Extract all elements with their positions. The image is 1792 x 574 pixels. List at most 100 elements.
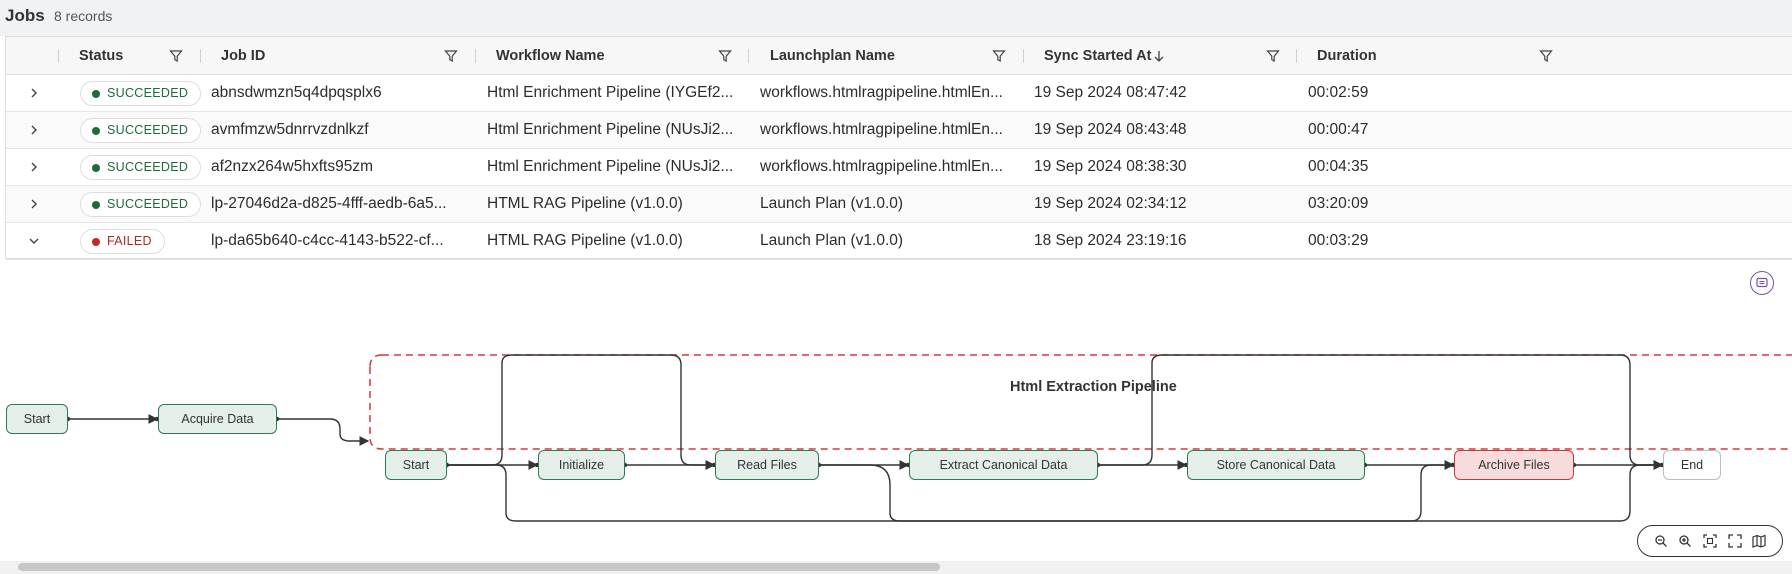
node-read-files[interactable]: Read Files — [715, 450, 819, 480]
workflow-name-cell: HTML RAG Pipeline (v1.0.0) — [487, 195, 683, 212]
sync-started-cell: 19 Sep 2024 02:34:12 — [1034, 195, 1187, 212]
duration-cell: 03:20:09 — [1308, 195, 1369, 212]
column-separator[interactable] — [1023, 49, 1024, 63]
record-count: 8 records — [54, 8, 113, 24]
subworkflow-group-border — [369, 354, 1792, 450]
status-badge: FAILED — [80, 229, 165, 254]
launchplan-name-cell: workflows.htmlragpipeline.htmlEn... — [760, 158, 1003, 175]
node-extract-canonical-data[interactable]: Extract Canonical Data — [909, 450, 1098, 480]
filter-icon[interactable] — [169, 49, 183, 63]
status-badge: SUCCEEDED — [80, 192, 202, 217]
workflow-name-cell: HTML RAG Pipeline (v1.0.0) — [487, 232, 683, 249]
page-title: Jobs — [5, 6, 45, 25]
workflow-name-cell: Html Enrichment Pipeline (IYGEf2... — [487, 84, 734, 101]
column-separator[interactable] — [475, 49, 476, 63]
edge — [1098, 354, 1664, 470]
filter-icon[interactable] — [1539, 49, 1553, 63]
graph-controls — [1637, 525, 1783, 557]
status-badge: SUCCEEDED — [80, 81, 202, 106]
chevron-right-icon[interactable] — [28, 87, 40, 99]
jobs-table: Status Job ID Workflow Name Launchplan N… — [5, 36, 1792, 260]
status-text: SUCCEEDED — [107, 160, 189, 174]
node-start-inner[interactable]: Start — [385, 450, 447, 480]
fit-view-icon[interactable] — [1702, 533, 1718, 549]
zoom-out-icon[interactable] — [1653, 533, 1669, 549]
status-dot — [92, 127, 100, 135]
launchplan-name-cell: Launch Plan (v1.0.0) — [760, 195, 904, 212]
node-end[interactable]: End — [1663, 450, 1721, 480]
column-header-launchplan-name[interactable]: Launchplan Name — [770, 48, 895, 64]
sync-started-cell: 19 Sep 2024 08:43:48 — [1034, 121, 1187, 138]
table-row[interactable]: SUCCEEDED af2nzx264w5hxfts95zm Html Enri… — [6, 149, 1792, 186]
duration-cell: 00:03:29 — [1308, 232, 1369, 249]
edge — [819, 460, 1664, 522]
filter-icon[interactable] — [992, 49, 1006, 63]
sync-started-cell: 18 Sep 2024 23:19:16 — [1034, 232, 1187, 249]
sync-started-cell: 19 Sep 2024 08:38:30 — [1034, 158, 1187, 175]
sort-descending-icon[interactable] — [1152, 49, 1166, 63]
status-badge: SUCCEEDED — [80, 155, 202, 180]
status-badge: SUCCEEDED — [80, 118, 202, 143]
status-text: SUCCEEDED — [107, 86, 189, 100]
graph-edges — [65, 354, 1792, 522]
node-acquire-data[interactable]: Acquire Data — [158, 404, 277, 434]
column-header-duration[interactable]: Duration — [1317, 48, 1377, 64]
status-text: SUCCEEDED — [107, 123, 189, 137]
status-dot — [92, 90, 100, 98]
status-dot — [92, 164, 100, 172]
minimap-icon[interactable] — [1751, 533, 1767, 549]
job-id-cell: abnsdwmzn5q4dpqsplx6 — [211, 84, 382, 101]
chevron-right-icon[interactable] — [28, 161, 40, 173]
node-initialize[interactable]: Initialize — [538, 450, 625, 480]
horizontal-scrollbar[interactable] — [0, 561, 1792, 574]
column-header-sync-started-at[interactable]: Sync Started At — [1044, 48, 1152, 64]
node-archive-files[interactable]: Archive Files — [1454, 450, 1574, 480]
status-dot — [92, 201, 100, 209]
subworkflow-group-label: Html Extraction Pipeline — [1010, 379, 1177, 395]
duration-cell: 00:02:59 — [1308, 84, 1369, 101]
chevron-down-icon[interactable] — [28, 235, 40, 247]
job-id-cell: lp-da65b640-c4cc-4143-b522-cf... — [211, 232, 444, 249]
scrollbar-thumb[interactable] — [18, 563, 940, 571]
edge — [277, 418, 370, 446]
duration-cell: 00:04:35 — [1308, 158, 1369, 175]
status-text: FAILED — [107, 234, 152, 248]
status-text: SUCCEEDED — [107, 197, 189, 211]
column-separator[interactable] — [200, 49, 201, 63]
workflow-name-cell: Html Enrichment Pipeline (NUsJi2... — [487, 158, 734, 175]
chevron-right-icon[interactable] — [28, 124, 40, 136]
table-row[interactable]: SUCCEEDED abnsdwmzn5q4dpqsplx6 Html Enri… — [6, 75, 1792, 112]
edge — [447, 354, 716, 470]
fullscreen-icon[interactable] — [1727, 533, 1743, 549]
node-store-canonical-data[interactable]: Store Canonical Data — [1187, 450, 1365, 480]
duration-cell: 00:00:47 — [1308, 121, 1369, 138]
launchplan-name-cell: workflows.htmlragpipeline.htmlEn... — [760, 84, 1003, 101]
chevron-right-icon[interactable] — [28, 198, 40, 210]
table-row[interactable]: FAILED lp-da65b640-c4cc-4143-b522-cf... … — [6, 223, 1792, 260]
sync-started-cell: 19 Sep 2024 08:47:42 — [1034, 84, 1187, 101]
workflow-name-cell: Html Enrichment Pipeline (NUsJi2... — [487, 121, 734, 138]
job-id-cell: af2nzx264w5hxfts95zm — [211, 158, 373, 175]
job-id-cell: avmfmzw5dnrrvzdnlkzf — [211, 121, 369, 138]
toolbar: Jobs 8 records — [0, 0, 1792, 36]
zoom-in-icon[interactable] — [1677, 533, 1693, 549]
node-start-outer[interactable]: Start — [6, 404, 68, 434]
filter-icon[interactable] — [1266, 49, 1280, 63]
column-header-workflow-name[interactable]: Workflow Name — [496, 48, 605, 64]
launchplan-name-cell: Launch Plan (v1.0.0) — [760, 232, 904, 249]
workflow-graph[interactable]: Html Extraction Pipeline Start Acquire D… — [0, 259, 1792, 557]
job-id-cell: lp-27046d2a-d825-4fff-aedb-6a5... — [211, 195, 447, 212]
table-header: Status Job ID Workflow Name Launchplan N… — [6, 37, 1792, 75]
table-row[interactable]: SUCCEEDED avmfmzw5dnrrvzdnlkzf Html Enri… — [6, 112, 1792, 149]
column-separator[interactable] — [748, 49, 749, 63]
launchplan-name-cell: workflows.htmlragpipeline.htmlEn... — [760, 121, 1003, 138]
column-separator[interactable] — [58, 49, 59, 63]
status-dot — [92, 238, 100, 246]
column-separator[interactable] — [1296, 49, 1297, 63]
chat-icon[interactable] — [1750, 271, 1774, 295]
column-header-job-id[interactable]: Job ID — [221, 48, 266, 64]
table-row[interactable]: SUCCEEDED lp-27046d2a-d825-4fff-aedb-6a5… — [6, 186, 1792, 223]
column-header-status[interactable]: Status — [79, 48, 124, 64]
filter-icon[interactable] — [718, 49, 732, 63]
filter-icon[interactable] — [444, 49, 458, 63]
